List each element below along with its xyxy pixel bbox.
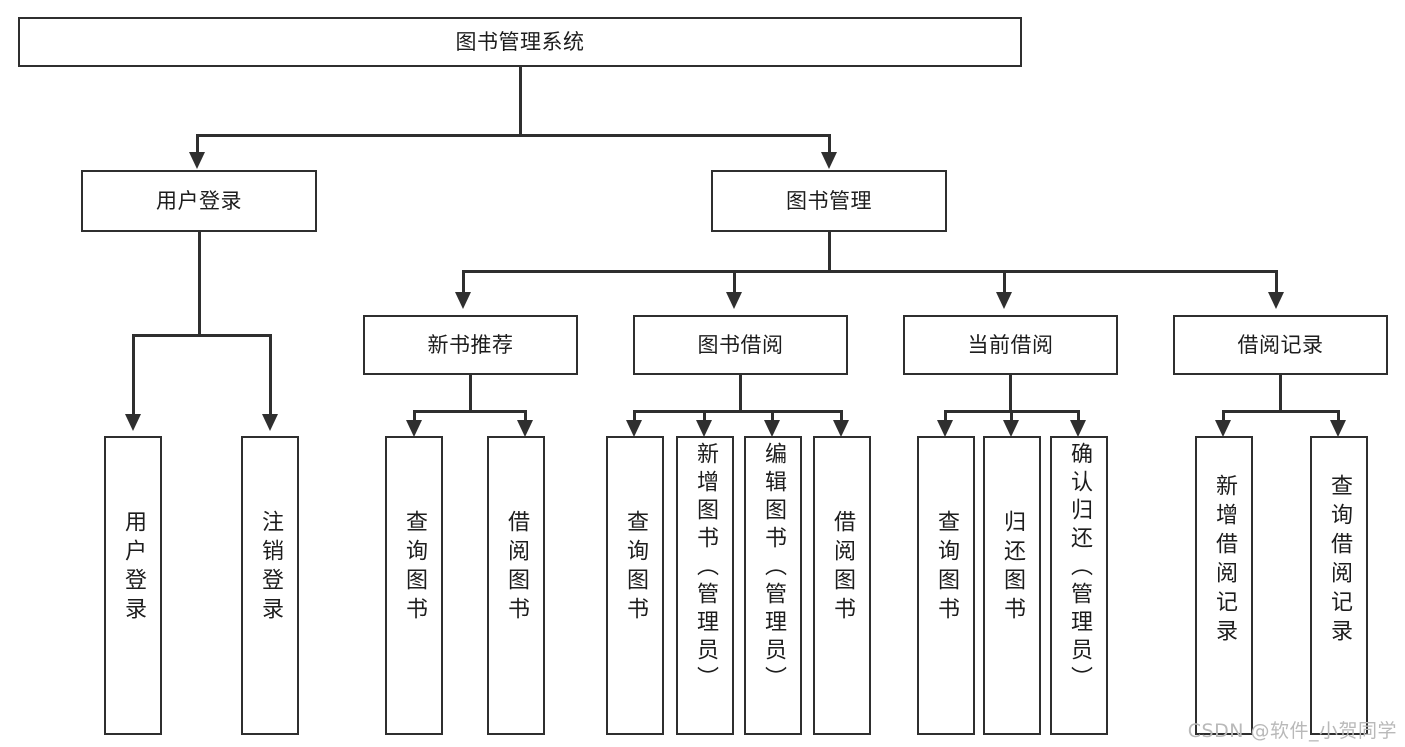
arrow-to-current-borrow [996,292,1012,309]
arrow-root-to-user-login [189,152,205,169]
arrow-to-leaf-add-book [696,420,712,437]
leaf-confirm-return[interactable]: 确认归还（管理员） [1050,436,1108,735]
connector-new-book-rec-bus [414,410,526,413]
node-label: 图书管理系统 [455,29,585,54]
arrow-to-leaf-edit-book [764,420,780,437]
node-label: 新增借阅记录 [1212,474,1237,648]
connector-book-manage-stem [828,232,831,272]
connector-book-borrow-bus [634,410,842,413]
leaf-borrow-book-1[interactable]: 借阅图书 [487,436,545,735]
node-label: 确认归还（管理员） [1067,442,1092,694]
leaf-user-login[interactable]: 用户登录 [104,436,162,735]
arrow-to-leaf-query-book-2 [626,420,642,437]
leaf-query-book-2[interactable]: 查询图书 [606,436,664,735]
connector-user-login-bus [133,334,270,337]
connector-new-book-rec-drop-1 [413,410,416,424]
connector-new-book-rec-drop-2 [524,410,527,424]
arrow-to-leaf-return-book [1003,420,1019,437]
arrow-to-leaf-confirm-return [1070,420,1086,437]
connector-user-login-drop-2 [269,334,272,416]
node-new-book-recommendation[interactable]: 新书推荐 [363,315,578,375]
connector-root-bus [197,134,831,137]
connector-book-manage-drop-1 [462,270,465,294]
node-label: 注销登录 [258,510,283,626]
connector-borrow-record-stem [1279,375,1282,412]
leaf-query-book-1[interactable]: 查询图书 [385,436,443,735]
arrow-to-leaf-query-book-3 [937,420,953,437]
node-label: 新增图书（管理员） [693,442,718,694]
node-book-management[interactable]: 图书管理 [711,170,947,232]
connector-book-manage-drop-3 [1003,270,1006,294]
node-label: 编辑图书（管理员） [761,442,786,694]
connector-book-manage-bus [463,270,1277,273]
node-label: 借阅图书 [504,510,529,626]
node-book-borrow[interactable]: 图书借阅 [633,315,848,375]
node-label: 查询借阅记录 [1327,474,1352,648]
connector-root-stem [519,67,522,135]
arrow-to-leaf-add-record [1215,420,1231,437]
connector-book-borrow-stem [739,375,742,412]
leaf-query-book-3[interactable]: 查询图书 [917,436,975,735]
node-root-book-management-system[interactable]: 图书管理系统 [18,17,1022,67]
connector-root-to-book-manage [828,134,831,154]
connector-book-manage-drop-2 [733,270,736,294]
node-current-borrow[interactable]: 当前借阅 [903,315,1118,375]
connector-book-borrow-drop-2 [703,410,706,424]
arrow-to-leaf-query-book-1 [406,420,422,437]
connector-root-to-user-login [196,134,199,154]
leaf-borrow-book-2[interactable]: 借阅图书 [813,436,871,735]
node-label: 当前借阅 [967,332,1054,357]
node-user-login[interactable]: 用户登录 [81,170,317,232]
connector-book-borrow-drop-3 [771,410,774,424]
arrow-to-leaf-borrow-book-2 [833,420,849,437]
leaf-edit-book[interactable]: 编辑图书（管理员） [744,436,802,735]
connector-current-borrow-stem [1009,375,1012,412]
connector-new-book-rec-stem [469,375,472,412]
node-label: 查询图书 [623,510,648,626]
arrow-to-book-borrow [726,292,742,309]
node-label: 借阅记录 [1237,332,1324,357]
leaf-add-record[interactable]: 新增借阅记录 [1195,436,1253,735]
connector-user-login-stem [198,232,201,336]
connector-book-borrow-drop-1 [633,410,636,424]
arrow-root-to-book-manage [821,152,837,169]
node-label: 新书推荐 [427,332,514,357]
node-label: 图书管理 [786,188,872,213]
arrow-to-leaf-borrow-book-1 [517,420,533,437]
arrow-to-leaf-query-record [1330,420,1346,437]
connector-book-manage-drop-4 [1275,270,1278,294]
connector-borrow-record-drop-1 [1222,410,1225,424]
leaf-return-book[interactable]: 归还图书 [983,436,1041,735]
connector-user-login-drop-1 [132,334,135,416]
node-label: 借阅图书 [830,510,855,626]
arrow-to-leaf-logout-login [262,414,278,431]
leaf-logout-login[interactable]: 注销登录 [241,436,299,735]
arrow-to-borrow-record [1268,292,1284,309]
node-borrow-record[interactable]: 借阅记录 [1173,315,1388,375]
node-label: 用户登录 [121,510,146,626]
connector-borrow-record-bus [1223,410,1339,413]
connector-borrow-record-drop-2 [1337,410,1340,424]
arrow-to-new-book-rec [455,292,471,309]
node-label: 查询图书 [934,510,959,626]
node-label: 用户登录 [156,188,242,213]
connector-current-borrow-drop-3 [1077,410,1080,424]
connector-current-borrow-drop-1 [944,410,947,424]
leaf-query-record[interactable]: 查询借阅记录 [1310,436,1368,735]
arrow-to-leaf-user-login [125,414,141,431]
leaf-add-book[interactable]: 新增图书（管理员） [676,436,734,735]
connector-current-borrow-drop-2 [1010,410,1013,424]
node-label: 归还图书 [1000,510,1025,626]
node-label: 查询图书 [402,510,427,626]
node-label: 图书借阅 [697,332,784,357]
connector-book-borrow-drop-4 [840,410,843,424]
